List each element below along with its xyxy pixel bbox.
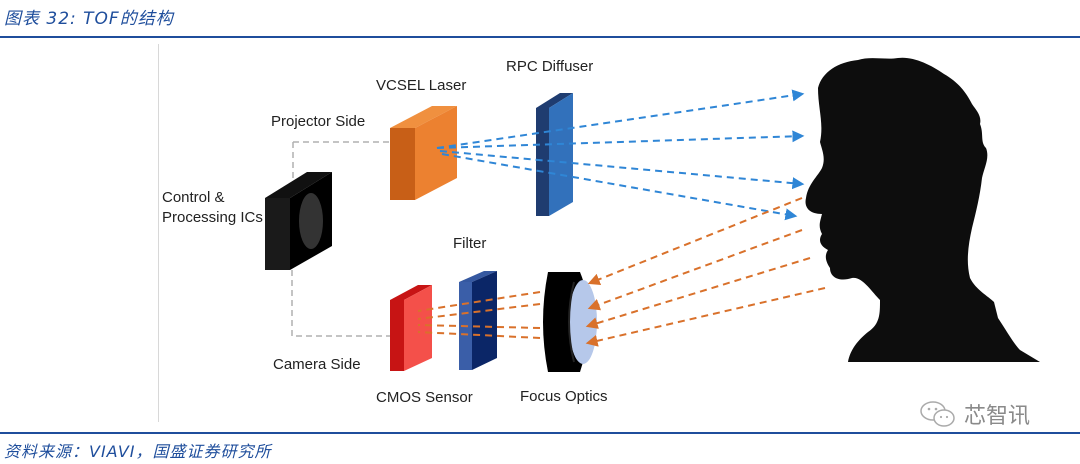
label-filter: Filter (453, 235, 486, 252)
watermark-text: 芯智讯 (964, 404, 1031, 429)
bottom-divider (0, 432, 1080, 434)
left-margin-line (158, 44, 159, 422)
connector-camera (291, 270, 392, 337)
label-control: Control & (162, 189, 225, 206)
emit-ray-3 (439, 150, 805, 190)
filter-block (459, 271, 497, 370)
rpc-diffuser-block (536, 93, 573, 216)
inner-ray-1 (417, 291, 541, 312)
inner-ray-2 (417, 303, 541, 320)
processing-ic-block (265, 172, 332, 270)
label-focus-optics: Focus Optics (520, 388, 608, 405)
wechat-icon (920, 401, 955, 427)
watermark: 芯智讯 (918, 398, 1030, 430)
inner-ray-4 (417, 331, 541, 339)
return-ray-1 (587, 197, 803, 285)
source-note: 资料来源：VIAVI，国盛证券研究所 (4, 442, 272, 461)
label-vcsel-laser: VCSEL Laser (376, 77, 466, 94)
label-camera-side: Camera Side (273, 356, 361, 373)
emit-ray-4 (441, 153, 798, 221)
label-projector-side: Projector Side (271, 113, 365, 130)
return-ray-3 (585, 257, 811, 329)
focus-optics-block (543, 272, 597, 372)
return-ray-4 (585, 287, 826, 347)
returned-rays (417, 197, 826, 347)
label-processing: Processing ICs (162, 209, 263, 226)
emit-ray-2 (436, 130, 805, 149)
cmos-sensor-block (390, 285, 432, 371)
return-ray-2 (587, 229, 803, 311)
figure-caption: 图表 32: TOF的结构 (4, 9, 174, 29)
emit-ray-1 (436, 89, 805, 149)
head-silhouette (805, 57, 1040, 363)
emitted-rays (436, 89, 805, 221)
vcsel-laser-block (390, 106, 457, 200)
top-divider (0, 36, 1080, 38)
label-rpc-diffuser: RPC Diffuser (506, 58, 593, 75)
label-cmos-sensor: CMOS Sensor (376, 389, 473, 406)
inner-ray-3 (417, 324, 541, 329)
